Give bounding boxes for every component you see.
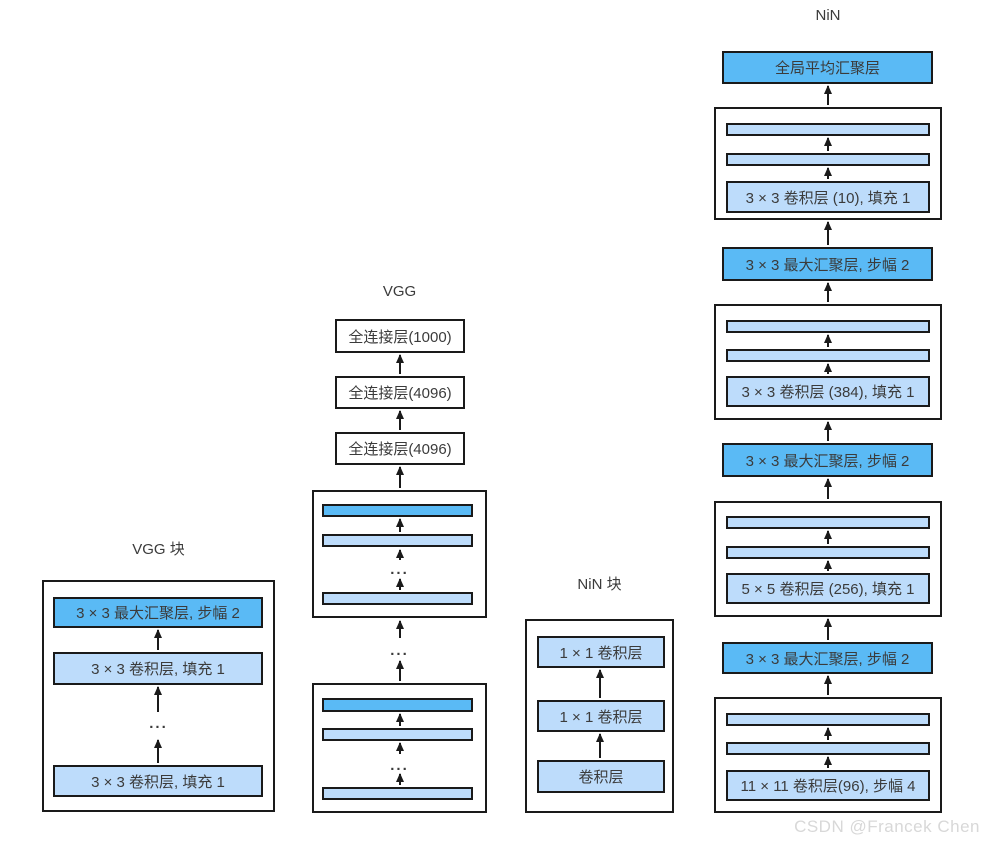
arrow-up-icon [824, 363, 832, 374]
arrow-up-icon [824, 167, 832, 179]
arrow-up-icon [154, 629, 162, 650]
watermark-text: CSDN @Francek Chen [794, 817, 980, 836]
nin-block-conv-layer: 卷积层 [537, 760, 665, 793]
arrow-up-icon [824, 756, 832, 768]
pool-bar [322, 698, 473, 712]
ellipsis-text: ... [390, 642, 409, 659]
vgg-fc-layer: 全连接层(4096) [335, 376, 465, 409]
conv-bar [726, 349, 930, 362]
nin-conv-layer: 5 × 5 卷积层 (256), 填充 1 [726, 573, 930, 604]
arrow-up-icon [596, 733, 604, 758]
arrow-up-icon [824, 421, 832, 441]
conv-bar [726, 516, 930, 529]
arrow-up-icon [824, 727, 832, 740]
arrow-up-icon [396, 773, 404, 785]
arrow-up-icon [396, 578, 404, 590]
arrow-up-icon [396, 549, 404, 560]
conv-bar [726, 742, 930, 755]
arrow-up-icon [396, 354, 404, 374]
conv-bar [322, 787, 473, 800]
nin-block-title: NiN 块 [577, 576, 622, 593]
nin-conv-layer: 11 × 11 卷积层(96), 步幅 4 [726, 770, 930, 801]
nin-maxpool-layer: 3 × 3 最大汇聚层, 步幅 2 [722, 443, 933, 477]
arrow-up-icon [396, 620, 404, 638]
arrow-up-icon [596, 669, 604, 698]
arrow-up-icon [396, 466, 404, 488]
vgg-fc-layer: 全连接层(4096) [335, 432, 465, 465]
conv-bar [726, 546, 930, 559]
nin-maxpool-layer: 3 × 3 最大汇聚层, 步幅 2 [722, 247, 933, 281]
conv-bar [322, 534, 473, 547]
arrow-up-icon [154, 686, 162, 712]
arrow-up-icon [824, 334, 832, 347]
arrow-up-icon [824, 282, 832, 302]
conv-bar [322, 728, 473, 741]
nin-conv-layer: 3 × 3 卷积层 (384), 填充 1 [726, 376, 930, 407]
conv-bar [322, 592, 473, 605]
nin-maxpool-layer: 3 × 3 最大汇聚层, 步幅 2 [722, 642, 933, 674]
arrow-up-icon [396, 518, 404, 532]
vgg-fc-layer: 全连接层(1000) [335, 319, 465, 353]
arrow-up-icon [154, 739, 162, 763]
nin-conv-layer: 3 × 3 卷积层 (10), 填充 1 [726, 181, 930, 213]
vgg-block-maxpool-layer: 3 × 3 最大汇聚层, 步幅 2 [53, 597, 263, 628]
nin-block-conv1x1-layer: 1 × 1 卷积层 [537, 636, 665, 668]
arrow-up-icon [824, 675, 832, 695]
pool-bar [322, 504, 473, 517]
conv-bar [726, 713, 930, 726]
arrow-up-icon [396, 742, 404, 754]
arrow-up-icon [824, 137, 832, 151]
nin-block-conv1x1-layer: 1 × 1 卷积层 [537, 700, 665, 732]
arrow-up-icon [824, 618, 832, 640]
conv-bar [726, 320, 930, 333]
arrow-up-icon [824, 85, 832, 105]
arrow-up-icon [824, 221, 832, 245]
arrow-up-icon [396, 713, 404, 726]
ellipsis-text: ... [390, 561, 409, 578]
arrow-up-icon [396, 410, 404, 430]
ellipsis-text: ... [390, 757, 409, 774]
nin-global-avg-pool-layer: 全局平均汇聚层 [722, 51, 933, 84]
nin-title: NiN [815, 7, 841, 24]
arrow-up-icon [824, 530, 832, 544]
ellipsis-text: ... [149, 715, 168, 732]
vgg-block-conv-layer: 3 × 3 卷积层, 填充 1 [53, 652, 263, 685]
vgg-block-conv-layer: 3 × 3 卷积层, 填充 1 [53, 765, 263, 797]
conv-bar [726, 153, 930, 166]
arrow-up-icon [824, 560, 832, 571]
arrow-up-icon [396, 660, 404, 681]
vgg-block-title: VGG 块 [132, 541, 185, 558]
vgg-title: VGG [382, 283, 417, 300]
arrow-up-icon [824, 478, 832, 499]
conv-bar [726, 123, 930, 136]
